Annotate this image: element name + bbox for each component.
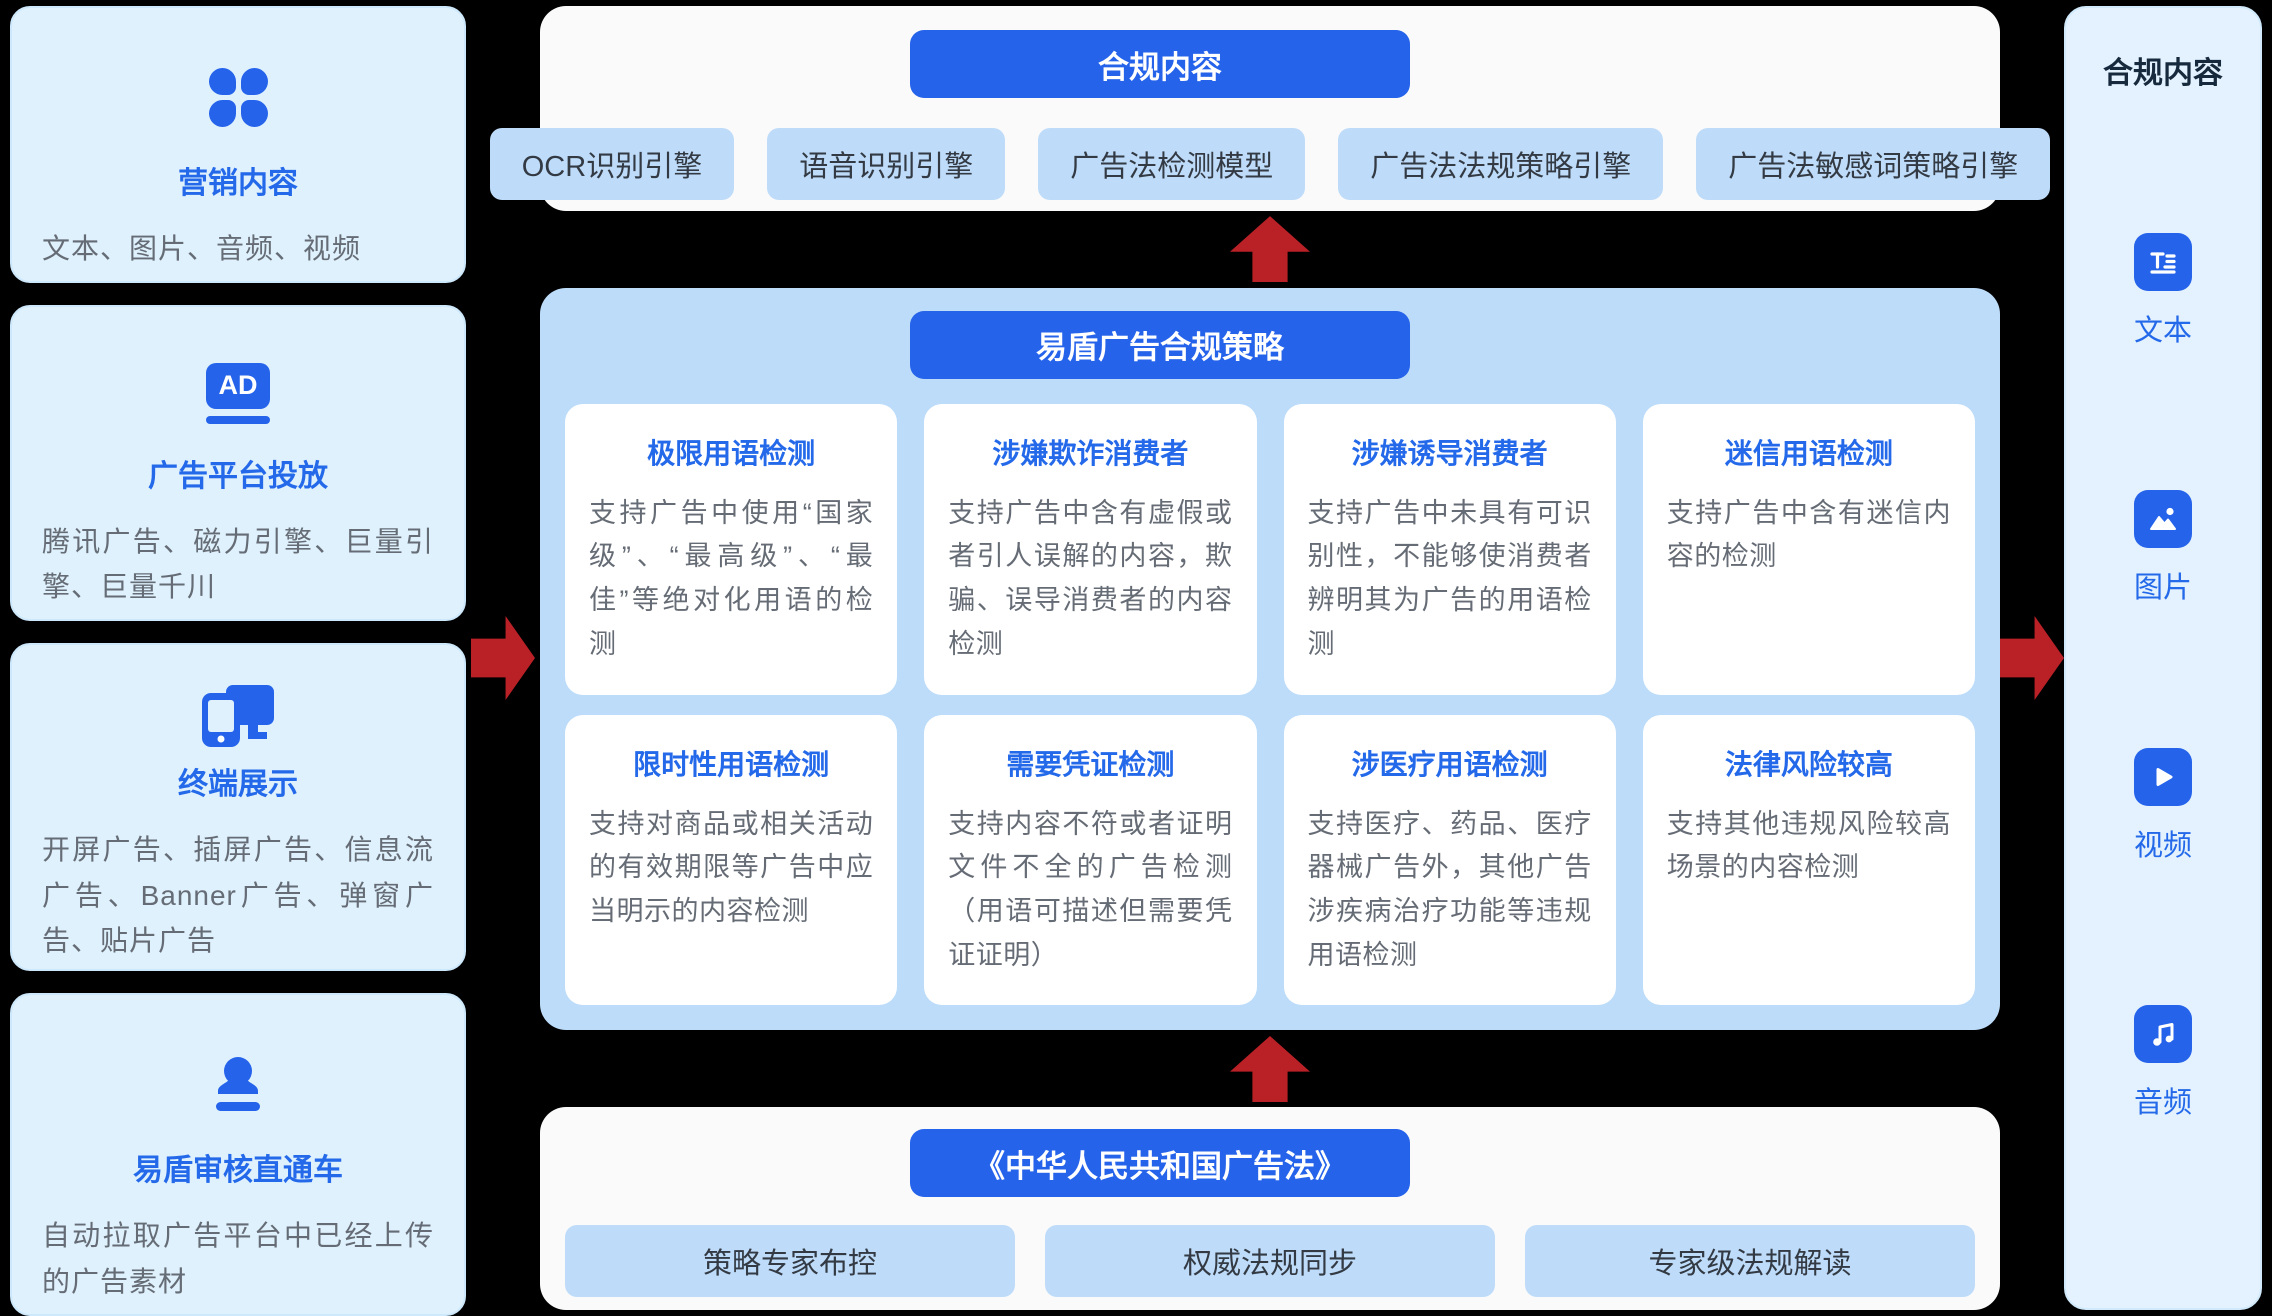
flow-gap-right [2000, 6, 2064, 1310]
flow-gap-left [466, 6, 540, 1310]
output-item-label: 音频 [2133, 1086, 2192, 1119]
strategy-card: 需要凭证检测 支持内容不符或者证明文件不全的广告检测（用语可描述但需要凭证证明） [924, 714, 1257, 1006]
law-panel-title: 《中华人民共和国广告法》 [910, 1129, 1410, 1198]
output-item-text: 文本 [2133, 233, 2192, 349]
card-desc: 开屏广告、插屏广告、信息流广告、Banner广告、弹窗广告、贴片广告 [42, 834, 434, 957]
law-panel: 《中华人民共和国广告法》 策略专家布控 权威法规同步 专家级法规解读 [540, 1107, 2000, 1310]
engine-chip: OCR识别引擎 [489, 128, 735, 200]
card-title: 终端展示 [178, 768, 298, 802]
card-ad-platform: AD 广告平台投放 腾讯广告、磁力引擎、巨量引擎、巨量千川 [10, 305, 466, 622]
video-icon [2133, 747, 2192, 806]
strategy-card-title: 法律风险较高 [1724, 748, 1893, 780]
icon-wrap [206, 1035, 270, 1133]
strategy-card: 涉医疗用语检测 支持医疗、药品、医疗器械广告外，其他广告涉疾病治疗功能等违规用语… [1283, 714, 1616, 1006]
strategy-card-desc: 支持广告中使用“国家级”、“最高级”、“最佳”等绝对化用语的检测 [589, 497, 874, 659]
stamp-icon [216, 1057, 260, 1112]
strategy-card: 迷信用语检测 支持广告中含有迷信内容的检测 [1642, 403, 1975, 695]
clover-icon [208, 67, 268, 127]
strategy-card: 限时性用语检测 支持对商品或相关活动的有效期限等广告中应当明示的内容检测 [565, 714, 898, 1006]
strategy-card-title: 迷信用语检测 [1724, 437, 1893, 469]
processing-column: 合规内容 OCR识别引擎 语音识别引擎 广告法检测模型 广告法法规策略引擎 广告… [489, 6, 2051, 1310]
strategy-card-desc: 支持对商品或相关活动的有效期限等广告中应当明示的内容检测 [589, 808, 874, 926]
engine-chip: 广告法法规策略引擎 [1338, 128, 1664, 200]
strategy-card: 极限用语检测 支持广告中使用“国家级”、“最高级”、“最佳”等绝对化用语的检测 [565, 403, 898, 695]
card-desc: 文本、图片、音频、视频 [42, 233, 362, 264]
strategy-card: 法律风险较高 支持其他违规风险较高场景的内容检测 [1642, 714, 1975, 1006]
engines-panel-title: 合规内容 [910, 30, 1410, 98]
engine-chip-row: OCR识别引擎 语音识别引擎 广告法检测模型 广告法法规策略引擎 广告法敏感词策… [489, 128, 2051, 200]
arrow-right-icon [471, 616, 535, 700]
strategy-panel: 易盾广告合规策略 极限用语检测 支持广告中使用“国家级”、“最高级”、“最佳”等… [540, 287, 2000, 1031]
output-item-label: 视频 [2133, 829, 2192, 862]
strategy-card-title: 涉嫌欺诈消费者 [992, 437, 1189, 469]
arrow-up-icon [1230, 1035, 1310, 1102]
card-title: 营销内容 [178, 167, 298, 200]
law-chip: 策略专家布控 [565, 1225, 1015, 1298]
ad-badge-underline [206, 415, 270, 424]
card-title: 广告平台投放 [148, 459, 328, 493]
strategy-card-desc: 支持广告中未具有可识别性，不能够使消费者辨明其为广告的用语检测 [1307, 497, 1592, 659]
card-desc: 腾讯广告、磁力引擎、巨量引擎、巨量千川 [42, 525, 434, 602]
card-marketing-content: 营销内容 文本、图片、音频、视频 [10, 6, 466, 284]
image-icon [2133, 490, 2192, 549]
strategy-grid: 极限用语检测 支持广告中使用“国家级”、“最高级”、“最佳”等绝对化用语的检测 … [565, 403, 1975, 1006]
strategy-panel-title: 易盾广告合规策略 [910, 310, 1410, 379]
output-item-label: 图片 [2133, 572, 2192, 605]
compliant-output-column: 合规内容 文本 图片 [2064, 6, 2262, 1310]
strategy-card-title: 涉嫌诱导消费者 [1351, 437, 1548, 469]
ad-badge-text: AD [206, 362, 270, 409]
output-items: 文本 图片 视频 [2074, 92, 2252, 1262]
ad-badge-icon: AD [206, 362, 270, 424]
card-terminal-display: 终端展示 开屏广告、插屏广告、信息流广告、Banner广告、弹窗广告、贴片广告 [10, 643, 466, 972]
engine-chip: 广告法检测模型 [1038, 128, 1306, 200]
text-icon [2133, 233, 2192, 292]
output-item-video: 视频 [2133, 747, 2192, 864]
output-item-label: 文本 [2133, 315, 2192, 348]
output-item-image: 图片 [2133, 490, 2192, 606]
input-sources-column: 营销内容 文本、图片、音频、视频 AD 广告平台投放 腾讯广告、磁力引擎、巨量引… [10, 6, 466, 1316]
output-panel-title: 合规内容 [2103, 57, 2223, 90]
strategy-card-title: 限时性用语检测 [633, 748, 830, 780]
strategy-card-desc: 支持医疗、药品、医疗器械广告外，其他广告涉疾病治疗功能等违规用语检测 [1307, 808, 1592, 970]
law-chip: 权威法规同步 [1045, 1225, 1495, 1298]
strategy-card-desc: 支持其他违规风险较高场景的内容检测 [1666, 808, 1951, 883]
card-yidun-review-express: 易盾审核直通车 自动拉取广告平台中已经上传的广告素材 [10, 993, 466, 1316]
strategy-card-title: 涉医疗用语检测 [1351, 748, 1548, 780]
output-item-audio: 音频 [2133, 1004, 2192, 1121]
engine-chip: 广告法敏感词策略引擎 [1696, 128, 2051, 200]
card-title: 易盾审核直通车 [133, 1154, 343, 1188]
engines-panel: 合规内容 OCR识别引擎 语音识别引擎 广告法检测模型 广告法法规策略引擎 广告… [489, 6, 2051, 211]
flow-gap-up-1 [540, 211, 2000, 288]
audio-icon [2133, 1004, 2192, 1063]
icon-wrap: AD [206, 347, 270, 438]
arrow-right-icon [2000, 616, 2064, 700]
law-chip: 专家级法规解读 [1525, 1225, 1975, 1298]
strategy-card: 涉嫌诱导消费者 支持广告中未具有可识别性，不能够使消费者辨明其为广告的用语检测 [1283, 403, 1616, 695]
strategy-card-desc: 支持广告中含有迷信内容的检测 [1666, 497, 1951, 572]
strategy-card-desc: 支持广告中含有虚假或者引人误解的内容，欺骗、误导消费者的内容检测 [948, 497, 1233, 659]
card-desc: 自动拉取广告平台中已经上传的广告素材 [42, 1220, 434, 1297]
strategy-card-title: 极限用语检测 [647, 437, 816, 469]
strategy-card: 涉嫌欺诈消费者 支持广告中含有虚假或者引人误解的内容，欺骗、误导消费者的内容检测 [924, 403, 1257, 695]
icon-wrap [202, 685, 274, 748]
icon-wrap [208, 48, 268, 146]
strategy-card-desc: 支持内容不符或者证明文件不全的广告检测（用语可描述但需要凭证证明） [948, 808, 1233, 970]
flow-gap-up-2 [540, 1030, 2000, 1107]
strategy-card-title: 需要凭证检测 [1006, 748, 1175, 780]
devices-icon [202, 685, 274, 748]
law-chip-row: 策略专家布控 权威法规同步 专家级法规解读 [565, 1225, 1975, 1298]
arrow-up-icon [1230, 216, 1310, 283]
engine-chip: 语音识别引擎 [767, 128, 1006, 200]
